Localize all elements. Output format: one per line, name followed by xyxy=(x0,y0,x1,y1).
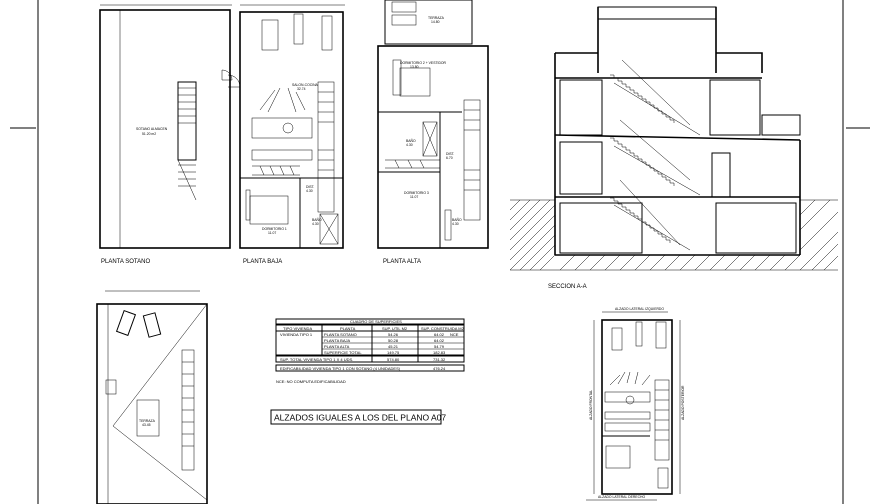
section-a-a: SECCION A-A xyxy=(509,6,839,290)
room-label-salon: SALON-COCINA xyxy=(292,83,319,87)
notice-text: ALZADOS IGUALES A LOS DEL PLANO A07 xyxy=(274,413,446,423)
plan-alta: TERRAZA 14.80 DORMITORIO 2 + VESTIDOR 13… xyxy=(377,0,489,265)
table-total-row: SUP. TOTAL VIVIENDA TIPO 1 X 4 UDS. 574.8… xyxy=(280,357,446,362)
room-area-bano: 4.30 xyxy=(312,222,319,226)
surface-table: CUADRO DE SUPERFICIES TIPO VIVIENDA PLAN… xyxy=(275,318,465,384)
section-title: SECCION A-A xyxy=(548,284,587,290)
table-header: TIPO VIVIENDA xyxy=(283,326,312,331)
room-label-dist-2: DIST. xyxy=(446,152,454,156)
elevation-label-top: ALZADO LATERAL IZQUIERDO xyxy=(615,307,664,311)
svg-text:476.24: 476.24 xyxy=(433,366,446,371)
room-label-bano-2: BAÑO xyxy=(406,138,416,143)
room-label-terraza-cubierta: TERRAZA xyxy=(139,419,156,423)
svg-text:PLANTA SOTANO: PLANTA SOTANO xyxy=(324,332,357,337)
room-area-sotano: 51.20 m2 xyxy=(142,132,156,136)
plan-baja: SALON-COCINA 32.74 DORMITORIO 1 11.07 BA… xyxy=(227,4,345,265)
svg-text:574.80: 574.80 xyxy=(387,357,400,362)
svg-text:50.28: 50.28 xyxy=(388,338,399,343)
table-header: PLANTA xyxy=(340,326,356,331)
elevation-label-left: ALZADO FRONTAL xyxy=(589,390,593,420)
room-area-terraza: 14.80 xyxy=(431,20,440,24)
table-title: CUADRO DE SUPERFICIES xyxy=(350,319,402,324)
room-area-salon: 32.74 xyxy=(297,87,306,91)
table-type: VIVIENDA TIPO 1 xyxy=(280,332,313,337)
svg-text:149.75: 149.75 xyxy=(387,350,400,355)
room-label-bano: BAÑO xyxy=(312,217,322,222)
dining-table xyxy=(261,19,279,51)
room-area-bano-2: 4.30 xyxy=(406,143,413,147)
table-edificabilidad-row: EDIFICABILIDAD VIVIENDA TIPO 1 CON SOTAN… xyxy=(280,366,446,371)
room-label-sotano: SOTANO ALMACEN xyxy=(136,127,168,131)
svg-text:182.83: 182.83 xyxy=(433,350,446,355)
room-label-dist: DIST. xyxy=(306,185,314,189)
plan-title-sotano: PLANTA SOTANO xyxy=(101,259,150,265)
room-area-dist-2: 6.70 xyxy=(446,156,453,160)
sofa xyxy=(321,15,333,51)
svg-text:PLANTA ALTA: PLANTA ALTA xyxy=(324,344,350,349)
ground-hatch xyxy=(509,199,839,271)
room-area-dormitorio-2: 13.80 xyxy=(410,65,419,69)
svg-text:SUP. TOTAL VIVIENDA TIPO 1 X 4: SUP. TOTAL VIVIENDA TIPO 1 X 4 UDS. xyxy=(280,357,353,362)
room-area-dormitorio-1: 11.07 xyxy=(268,231,276,235)
table-row: PLANTA BAJA 50.28 64.02 xyxy=(324,338,445,343)
svg-text:SUPERFICIE TOTAL: SUPERFICIE TOTAL xyxy=(324,350,362,355)
elevation-label-right: ALZADO POSTERIOR xyxy=(681,385,685,420)
notice-box xyxy=(270,409,442,425)
svg-text:PLANTA BAJA: PLANTA BAJA xyxy=(324,338,350,343)
svg-text:45.21: 45.21 xyxy=(388,344,399,349)
bed xyxy=(249,195,289,225)
room-area-terraza-cubierta: 43.45 xyxy=(142,423,151,427)
room-label-dormitorio-1: DORMITORIO 1 xyxy=(262,227,287,231)
room-area-dormitorio-3: 11.07 xyxy=(410,195,418,199)
svg-text:54.26: 54.26 xyxy=(388,332,399,337)
table-row: PLANTA SOTANO 54.26 64.02 NCE xyxy=(324,332,459,337)
elevation-label-bottom: ALZADO LATERAL DERECHO xyxy=(598,495,645,499)
svg-text:54.79: 54.79 xyxy=(434,344,445,349)
svg-text:731.32: 731.32 xyxy=(433,357,446,362)
bed-2 xyxy=(399,67,431,97)
svg-text:EDIFICABILIDAD VIVIENDA TIPO 1: EDIFICABILIDAD VIVIENDA TIPO 1 CON SOTAN… xyxy=(280,366,401,371)
plan-title-baja: PLANTA BAJA xyxy=(243,259,282,265)
table-row: SUPERFICIE TOTAL 149.75 182.83 xyxy=(324,350,446,355)
table-note: NCE: NO COMPUTA EDIFICABILIDAD xyxy=(276,379,346,384)
room-label-dormitorio-2: DORMITORIO 2 + VESTIDOR xyxy=(400,61,447,65)
table-header: SUP. UTIL M2 xyxy=(382,326,408,331)
svg-text:64.02: 64.02 xyxy=(434,332,445,337)
room-label-bano-3: BAÑO xyxy=(452,217,462,222)
plan-alzados: ALZADO LATERAL IZQUIERDO ALZADO FRONTAL … xyxy=(586,307,685,501)
plan-cubierta: TERRAZA 43.45 xyxy=(96,290,208,504)
room-label-dormitorio-3: DORMITORIO 3 xyxy=(404,191,429,195)
table-row: PLANTA ALTA 45.21 54.79 xyxy=(324,344,445,349)
plan-sotano: SOTANO ALMACEN 51.20 m2 PLANTA SOTANO xyxy=(99,4,233,265)
table-header: SUP. CONSTRUIDA M2 xyxy=(421,326,465,331)
svg-text:NCE: NCE xyxy=(450,332,459,337)
svg-text:64.02: 64.02 xyxy=(434,338,445,343)
room-area-bano-3: 4.30 xyxy=(452,222,459,226)
room-area-dist: 4.30 xyxy=(306,189,313,193)
room-label-terraza: TERRAZA xyxy=(428,16,445,20)
plan-title-alta: PLANTA ALTA xyxy=(383,259,421,265)
